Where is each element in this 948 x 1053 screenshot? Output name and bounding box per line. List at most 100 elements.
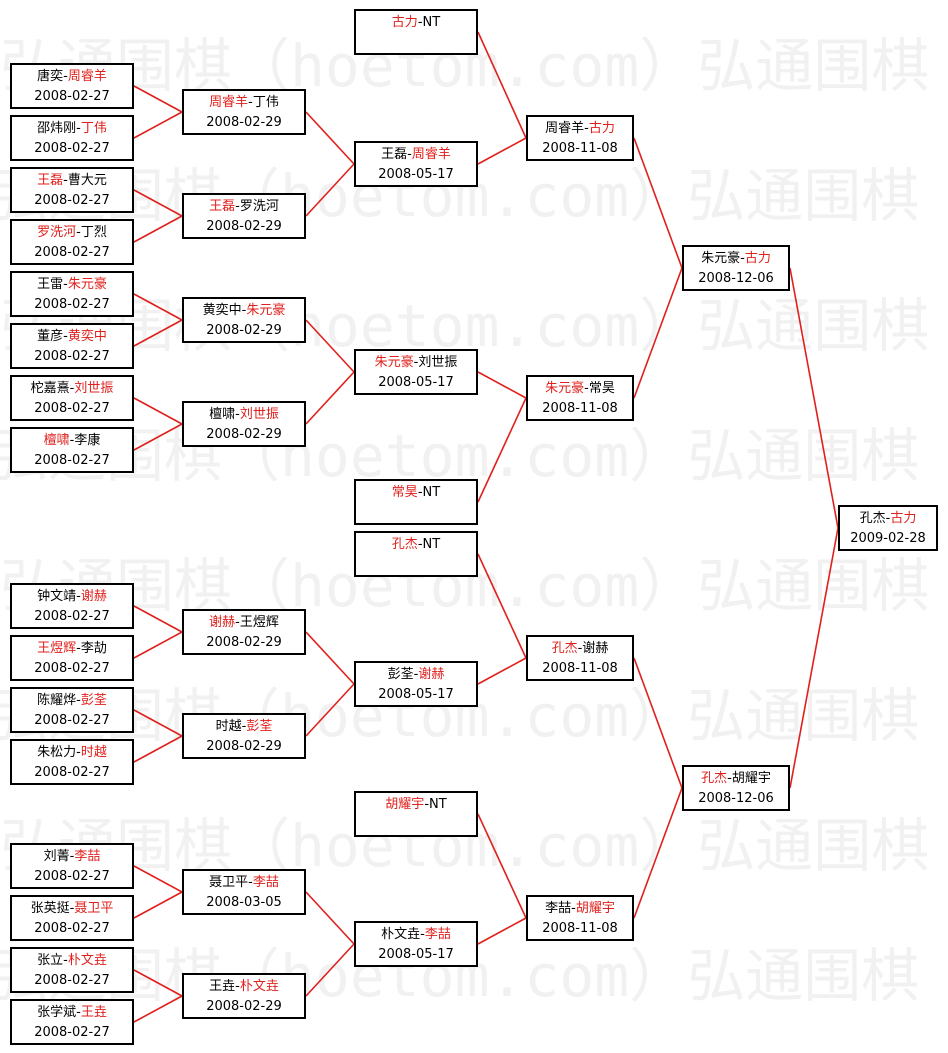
- match-players: 王磊-罗洗河: [184, 197, 304, 217]
- match-date: 2008-02-27: [34, 193, 110, 208]
- connector-line: [305, 163, 355, 217]
- connector-line: [305, 683, 355, 737]
- player-1-name: 周睿羊: [209, 95, 249, 110]
- player-2-name: 周睿羊: [411, 147, 451, 162]
- match-players: 柁嘉熹-刘世振: [12, 379, 132, 399]
- player-1-name: 王磊: [381, 147, 408, 162]
- match-players: 时越-彭荃: [184, 717, 304, 737]
- player-2-name: 谢赫: [80, 589, 107, 604]
- vs-dash: -: [571, 901, 576, 916]
- player-2-name: 李喆: [74, 849, 101, 864]
- match-players: 檀啸-刘世振: [184, 405, 304, 425]
- match-players: 张英挺-聂卫平: [12, 899, 132, 919]
- player-1-name: 檀啸: [43, 433, 70, 448]
- player-1-name: 孔杰: [859, 511, 886, 526]
- match-players: 朱元豪-常昊: [528, 379, 632, 399]
- connector-line: [477, 553, 527, 659]
- match-players: 张学斌-王垚: [12, 1003, 132, 1023]
- connector-line: [477, 813, 527, 919]
- match-players: 王磊-曹大元: [12, 171, 132, 191]
- match-players: 王雷-朱元豪: [12, 275, 132, 295]
- connector-line: [477, 371, 527, 399]
- match-date: 2008-02-27: [34, 245, 110, 260]
- connector-line: [477, 397, 527, 503]
- connector-line: [305, 631, 355, 685]
- player-1-name: 朱松力: [37, 745, 77, 760]
- player-2-name: 胡耀宇: [731, 771, 771, 786]
- match-players: 檀啸-李康: [12, 431, 132, 451]
- connector-line: [133, 111, 183, 139]
- player-1-name: 张英挺: [30, 901, 70, 916]
- player-1-name: 张学斌: [37, 1005, 77, 1020]
- player-1-name: 罗洗河: [37, 225, 77, 240]
- player-2-name: 黄奕中: [67, 329, 107, 344]
- match-date: 2008-05-17: [378, 167, 454, 182]
- match-box-r1-3: 王磊-曹大元 2008-02-27: [10, 167, 134, 213]
- match-date: 2009-02-28: [850, 531, 926, 546]
- match-date: 2008-02-27: [34, 453, 110, 468]
- player-2-name: 丁伟: [252, 95, 279, 110]
- vs-dash: -: [235, 199, 240, 214]
- connector-line: [133, 735, 183, 763]
- match-date: 2008-11-08: [542, 661, 618, 676]
- player-2-name: 李喆: [424, 927, 451, 942]
- match-players: 孔杰-胡耀宇: [684, 769, 788, 789]
- match-date: 2008-02-27: [34, 609, 110, 624]
- match-box-seed-1: 古力-NT: [354, 9, 478, 55]
- match-date: 2008-02-29: [206, 999, 282, 1014]
- match-date: 2008-12-06: [698, 271, 774, 286]
- match-box-seed-4: 胡耀宇-NT: [354, 791, 478, 837]
- match-players: 唐奕-周睿羊: [12, 67, 132, 87]
- vs-dash: -: [76, 225, 81, 240]
- connector-line: [477, 657, 527, 685]
- player-2-name: NT: [422, 15, 441, 30]
- vs-dash: -: [69, 901, 75, 916]
- player-1-name: 彭荃: [387, 667, 414, 682]
- player-1-name: 王磊: [37, 173, 64, 188]
- player-1-name: 王雷: [37, 277, 64, 292]
- vs-dash: -: [63, 173, 68, 188]
- vs-dash: -: [76, 121, 81, 136]
- vs-dash: -: [76, 745, 81, 760]
- player-1-name: 董彦: [37, 329, 64, 344]
- player-2-name: 丁伟: [80, 121, 107, 136]
- player-2-name: 周睿羊: [67, 69, 107, 84]
- player-1-name: 檀啸: [209, 407, 236, 422]
- player-1-name: 朱元豪: [374, 355, 414, 370]
- connector-line: [133, 319, 183, 347]
- match-players: 罗洗河-丁烈: [12, 223, 132, 243]
- match-box-r1-4: 罗洗河-丁烈 2008-02-27: [10, 219, 134, 265]
- vs-dash: -: [248, 875, 253, 890]
- connector-line: [305, 111, 355, 165]
- match-date: 2008-02-29: [206, 739, 282, 754]
- player-1-name: 张立: [37, 953, 64, 968]
- vs-dash: -: [235, 979, 240, 994]
- match-date: 2008-02-29: [206, 427, 282, 442]
- vs-dash: -: [420, 927, 425, 942]
- player-1-name: 聂卫平: [209, 875, 249, 890]
- player-2-name: 王煜辉: [239, 615, 279, 630]
- player-2-name: 李劼: [80, 641, 107, 656]
- match-date: 2008-12-06: [698, 791, 774, 806]
- connector-line: [133, 891, 183, 919]
- vs-dash: -: [885, 511, 891, 526]
- player-1-name: 柁嘉熹: [30, 381, 70, 396]
- match-players: 王煜辉-李劼: [12, 639, 132, 659]
- vs-dash: -: [63, 953, 68, 968]
- vs-dash: -: [413, 667, 419, 682]
- connector-line: [789, 267, 839, 529]
- match-date: 2008-02-27: [34, 713, 110, 728]
- match-box-r2-4: 檀啸-刘世振 2008-02-29: [182, 401, 306, 447]
